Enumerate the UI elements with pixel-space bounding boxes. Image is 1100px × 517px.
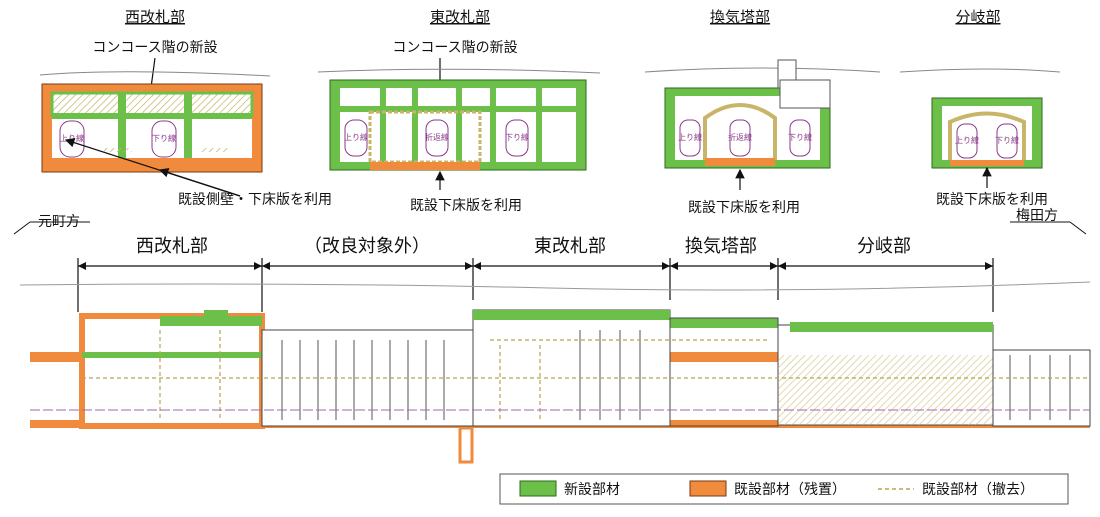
- west-cross-section: 上り線 下り線: [41, 83, 263, 173]
- track-label-down-vent: 下り線: [788, 132, 812, 142]
- concourse-note-west: コンコース階の新設: [92, 40, 217, 56]
- track-label-fold-east: 折返線: [425, 132, 449, 142]
- track-label-down-west: 下り線: [152, 133, 176, 143]
- legend: 新設部材 既設部材（残置） 既設部材（撤去）: [499, 473, 1069, 505]
- legend-label-removed: 既設部材（撤去）: [922, 482, 1034, 498]
- legend-swatch-new: [519, 480, 557, 497]
- direction-left: 元町方: [38, 214, 80, 230]
- direction-right: 梅田方: [1016, 208, 1058, 224]
- section-title-west: 西改札部: [125, 8, 185, 26]
- track-label-up-vent: 上り線: [678, 132, 702, 142]
- section-title-east: 東改札部: [430, 8, 490, 26]
- concourse-note-east: コンコース階の新設: [392, 40, 517, 56]
- zone-label-east: 東改札部: [534, 236, 606, 257]
- zone-label-branch: 分岐部: [857, 236, 911, 257]
- section-title-vent: 換気塔部: [710, 8, 770, 26]
- legend-swatch-remain: [689, 480, 727, 497]
- zone-dimension-line: [77, 258, 994, 312]
- track-label-down-east: 下り線: [505, 132, 529, 142]
- east-cross-section: 上り線 折返線 下り線: [329, 79, 587, 171]
- vent-cross-section: 上り線 折返線 下り線: [664, 59, 831, 169]
- branch-cross-section: 上り線 下り線: [931, 97, 1043, 169]
- track-label-up-east: 上り線: [344, 132, 368, 142]
- track-label-down-branch: 下り線: [995, 135, 1019, 145]
- zone-label-excluded: （改良対象外）: [304, 236, 430, 257]
- legend-label-new: 新設部材: [564, 482, 620, 498]
- reuse-note-branch: 既設下床版を利用: [936, 192, 1048, 208]
- track-label-up-west: 上り線: [60, 133, 84, 143]
- zone-label-west: 西改札部: [136, 236, 208, 257]
- track-label-up-branch: 上り線: [955, 135, 979, 145]
- reuse-note-east: 既設下床版を利用: [410, 198, 522, 214]
- legend-label-remain: 既設部材（残置）: [734, 482, 846, 498]
- reuse-note-west: 既設側壁・下床版を利用: [178, 192, 332, 208]
- section-title-branch: 分岐部: [955, 8, 1000, 26]
- zone-label-vent: 換気塔部: [685, 236, 757, 257]
- reuse-note-vent: 既設下床版を利用: [688, 200, 800, 216]
- track-label-fold-vent: 折返線: [728, 132, 752, 142]
- longitudinal-profile: [30, 309, 1091, 464]
